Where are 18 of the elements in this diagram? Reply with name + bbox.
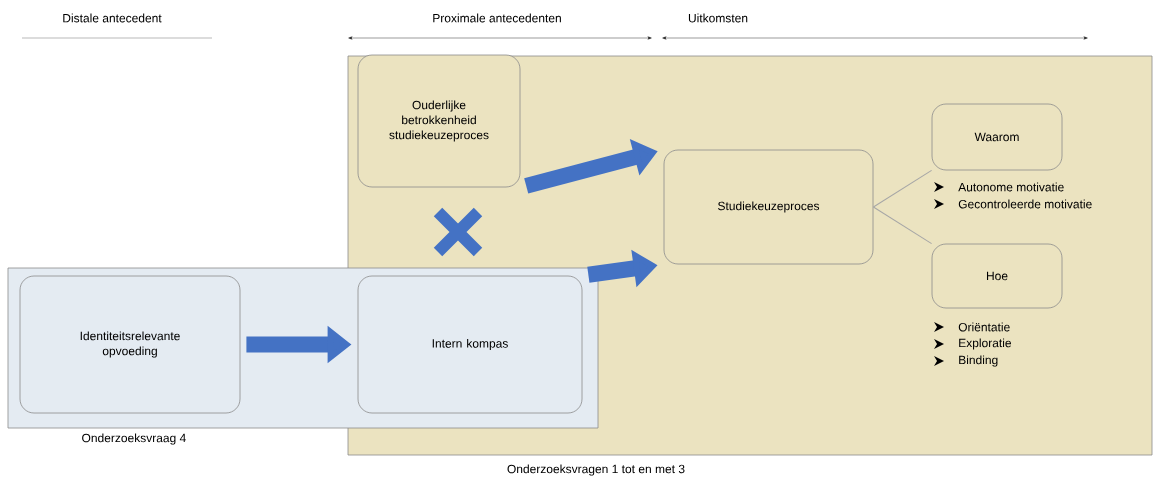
- outcome-box: Hoe: [931, 243, 1063, 309]
- bullet-item: Autonome motivatie: [958, 182, 1064, 192]
- bullet-item: Exploratie: [959, 338, 1011, 350]
- factor-box: Ouderlijke betrokkenheid studiekeuzeproces: [357, 54, 521, 188]
- factor-box: Identiteitsrelevante opvoeding: [19, 275, 241, 414]
- bullet-item: Binding: [959, 355, 998, 367]
- connector-line: [872, 169, 933, 208]
- header-label: Uitkomsten: [688, 13, 748, 23]
- factor-box: Intern kompas: [357, 275, 583, 414]
- connector-line: [872, 206, 933, 245]
- bullet-item: Gecontroleerde motivatie: [958, 199, 1092, 209]
- node-label: Onderzoeksvragen 1 tot en met 3: [507, 464, 685, 476]
- header-label: Distale antecedent: [63, 13, 162, 23]
- bullet-item: Oriëntatie: [958, 322, 1010, 332]
- outcome-box: Waarom: [931, 103, 1063, 171]
- outcome-box: Studiekeuzeproces: [663, 149, 874, 265]
- node-label: Onderzoeksvraag 4: [82, 433, 186, 445]
- header-label: Proximale antecedenten: [433, 13, 561, 23]
